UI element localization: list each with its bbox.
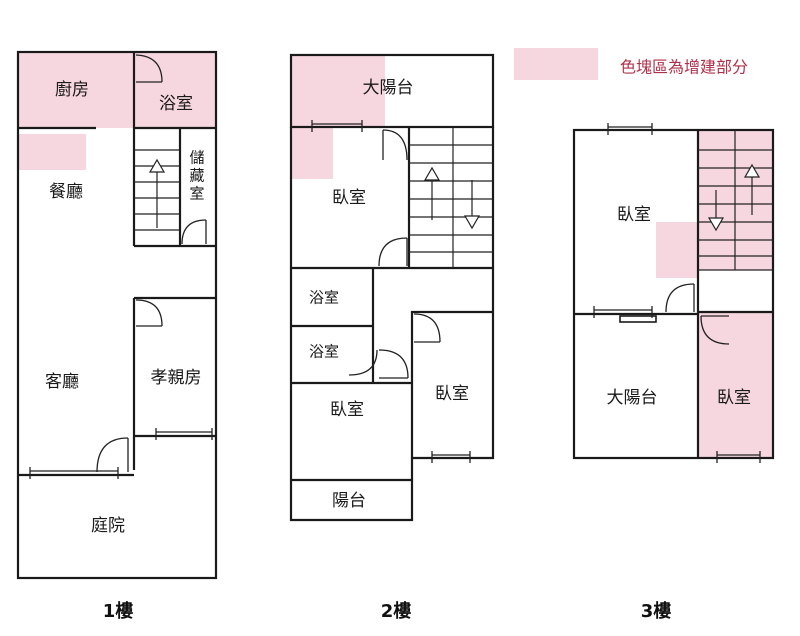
legend: 色塊區為增建部分 (514, 48, 748, 80)
storage-char-3: 室 (189, 185, 204, 203)
sliding-door-icon (619, 315, 657, 323)
legend-label: 色塊區為增建部分 (620, 58, 748, 77)
addition-kitchen (18, 52, 134, 128)
addition-bedroom-right (698, 312, 773, 458)
floor-3-outline (572, 128, 775, 460)
floor-3-stairs (698, 130, 773, 271)
door-swing-icon (413, 313, 441, 343)
window-icon (593, 123, 761, 463)
room-living: 客廳 (45, 372, 79, 392)
floor-1-title: 1樓 (103, 600, 134, 622)
floor-2-balcony-block (289, 53, 495, 129)
room-bedroom-top: 臥室 (332, 188, 366, 208)
room-balcony-large: 大陽台 (363, 78, 414, 98)
room-elder: 孝親房 (151, 368, 202, 388)
floor-2-plan: 大陽台 臥室 浴室 浴室 臥室 臥室 陽台 2樓 (289, 53, 495, 622)
door-swing-icon (378, 237, 408, 267)
addition-bedroom (291, 127, 333, 179)
floor-3-plan: 臥室 大陽台 臥室 3樓 (572, 123, 775, 622)
room-balcony-large: 大陽台 (607, 388, 658, 408)
window-icon (29, 428, 213, 479)
addition-bath (134, 52, 216, 128)
door-swing-icon (135, 299, 163, 327)
room-bedroom-top: 臥室 (617, 205, 651, 225)
floor-3-title: 3樓 (641, 600, 672, 622)
addition-bedroom-corner (656, 222, 698, 278)
door-swing-icon (382, 129, 408, 161)
room-kitchen: 廚房 (55, 79, 89, 100)
floor-1-outline (16, 50, 218, 580)
stair-up-arrow-icon (423, 166, 441, 220)
room-bedroom-right: 臥室 (717, 388, 751, 408)
room-balcony: 陽台 (332, 491, 366, 511)
door-swing-icon (665, 283, 695, 313)
door-swing-icon (700, 315, 730, 345)
stair-up-arrow-icon (743, 163, 761, 215)
room-bedroom-right: 臥室 (435, 384, 469, 404)
room-bedroom-bottom: 臥室 (330, 400, 364, 420)
door-swing-icon (181, 219, 207, 245)
room-dining: 餐廳 (49, 182, 83, 202)
door-swing-icon (378, 349, 409, 379)
door-swing-icon (96, 437, 129, 473)
floor-2-outline (289, 127, 495, 522)
stair-down-arrow-icon (463, 180, 481, 230)
floor-2-stairs (409, 127, 493, 268)
door-swing-icon (135, 54, 163, 83)
room-bath: 浴室 (159, 94, 193, 114)
storage-char-2: 藏 (189, 167, 204, 185)
floor-2-title: 2樓 (381, 600, 412, 622)
door-swing-icon (348, 349, 378, 376)
addition-balcony (291, 55, 385, 127)
stair-up-arrow-icon (148, 158, 166, 228)
room-yard: 庭院 (91, 516, 125, 536)
floor-1-plan: 廚房 浴室 餐廳 儲 藏 室 客廳 孝親房 庭院 1樓 (16, 50, 218, 622)
stair-down-arrow-icon (707, 190, 725, 232)
room-bath-2: 浴室 (309, 343, 339, 361)
legend-swatch (514, 48, 598, 80)
window-icon (311, 120, 471, 463)
room-storage: 儲 藏 室 (189, 149, 204, 203)
room-bath-1: 浴室 (309, 289, 339, 307)
storage-char-1: 儲 (189, 149, 204, 167)
addition-dining (18, 134, 86, 170)
